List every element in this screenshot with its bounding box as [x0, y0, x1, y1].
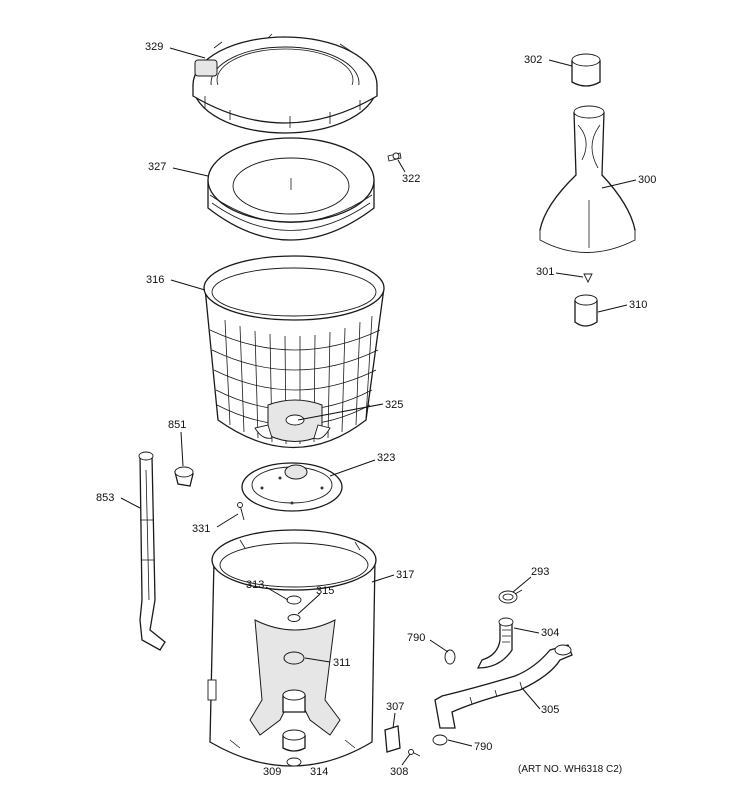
part-322-screw — [387, 152, 402, 162]
callout-311: 311 — [333, 657, 351, 669]
callout-313: 313 — [246, 579, 264, 591]
part-331-screw — [237, 502, 245, 521]
callout-304: 304 — [541, 627, 559, 639]
callout-851: 851 — [168, 419, 186, 431]
art-number: (ART NO. WH6318 C2) — [518, 764, 622, 775]
callout-305: 305 — [541, 704, 559, 716]
callout-790-upper: 790 — [407, 632, 425, 644]
callout-307: 307 — [386, 701, 404, 713]
part-327-balance-ring — [207, 137, 375, 241]
callout-314: 314 — [310, 766, 328, 778]
part-851-cap — [174, 466, 194, 487]
callout-322: 322 — [402, 173, 420, 185]
part-316-spin-basket — [203, 255, 385, 449]
part-853-hose — [138, 451, 166, 651]
callout-327: 327 — [148, 161, 166, 173]
callout-300: 300 — [638, 174, 656, 186]
callout-309: 309 — [263, 766, 281, 778]
callout-323: 323 — [377, 452, 395, 464]
callout-325: 325 — [385, 399, 403, 411]
part-301-screw — [583, 273, 593, 284]
part-329-tub-cover — [192, 33, 378, 134]
callout-316: 316 — [146, 274, 164, 286]
part-302-agitator-cap — [571, 53, 601, 87]
part-314-o-ring — [286, 757, 302, 767]
callout-331: 331 — [192, 523, 210, 535]
part-304-hose-elbow — [476, 617, 514, 669]
callout-317: 317 — [396, 569, 414, 581]
callout-329: 329 — [145, 41, 163, 53]
part-790-clamp-upper — [444, 649, 456, 665]
callout-310: 310 — [629, 299, 647, 311]
part-317-outer-tub — [207, 529, 377, 767]
leader-lines — [120, 47, 637, 766]
callout-301: 301 — [536, 266, 554, 278]
callout-labels: 329 327 322 316 325 851 853 323 331 317 … — [96, 41, 656, 778]
part-790-clamp-lower — [432, 734, 448, 746]
callout-302: 302 — [524, 54, 542, 66]
part-305-drain-hose — [434, 644, 573, 729]
callout-308: 308 — [390, 766, 408, 778]
callout-790-lower: 790 — [474, 741, 492, 753]
callout-853: 853 — [96, 492, 114, 504]
part-307-bracket — [384, 725, 401, 753]
part-300-agitator — [539, 105, 636, 253]
part-308-screw — [408, 749, 421, 757]
callout-293: 293 — [531, 566, 549, 578]
part-323-basket-hub — [241, 462, 343, 512]
part-310-coupling — [574, 294, 598, 327]
callout-315: 315 — [316, 585, 334, 597]
part-293-clamp — [498, 589, 523, 604]
